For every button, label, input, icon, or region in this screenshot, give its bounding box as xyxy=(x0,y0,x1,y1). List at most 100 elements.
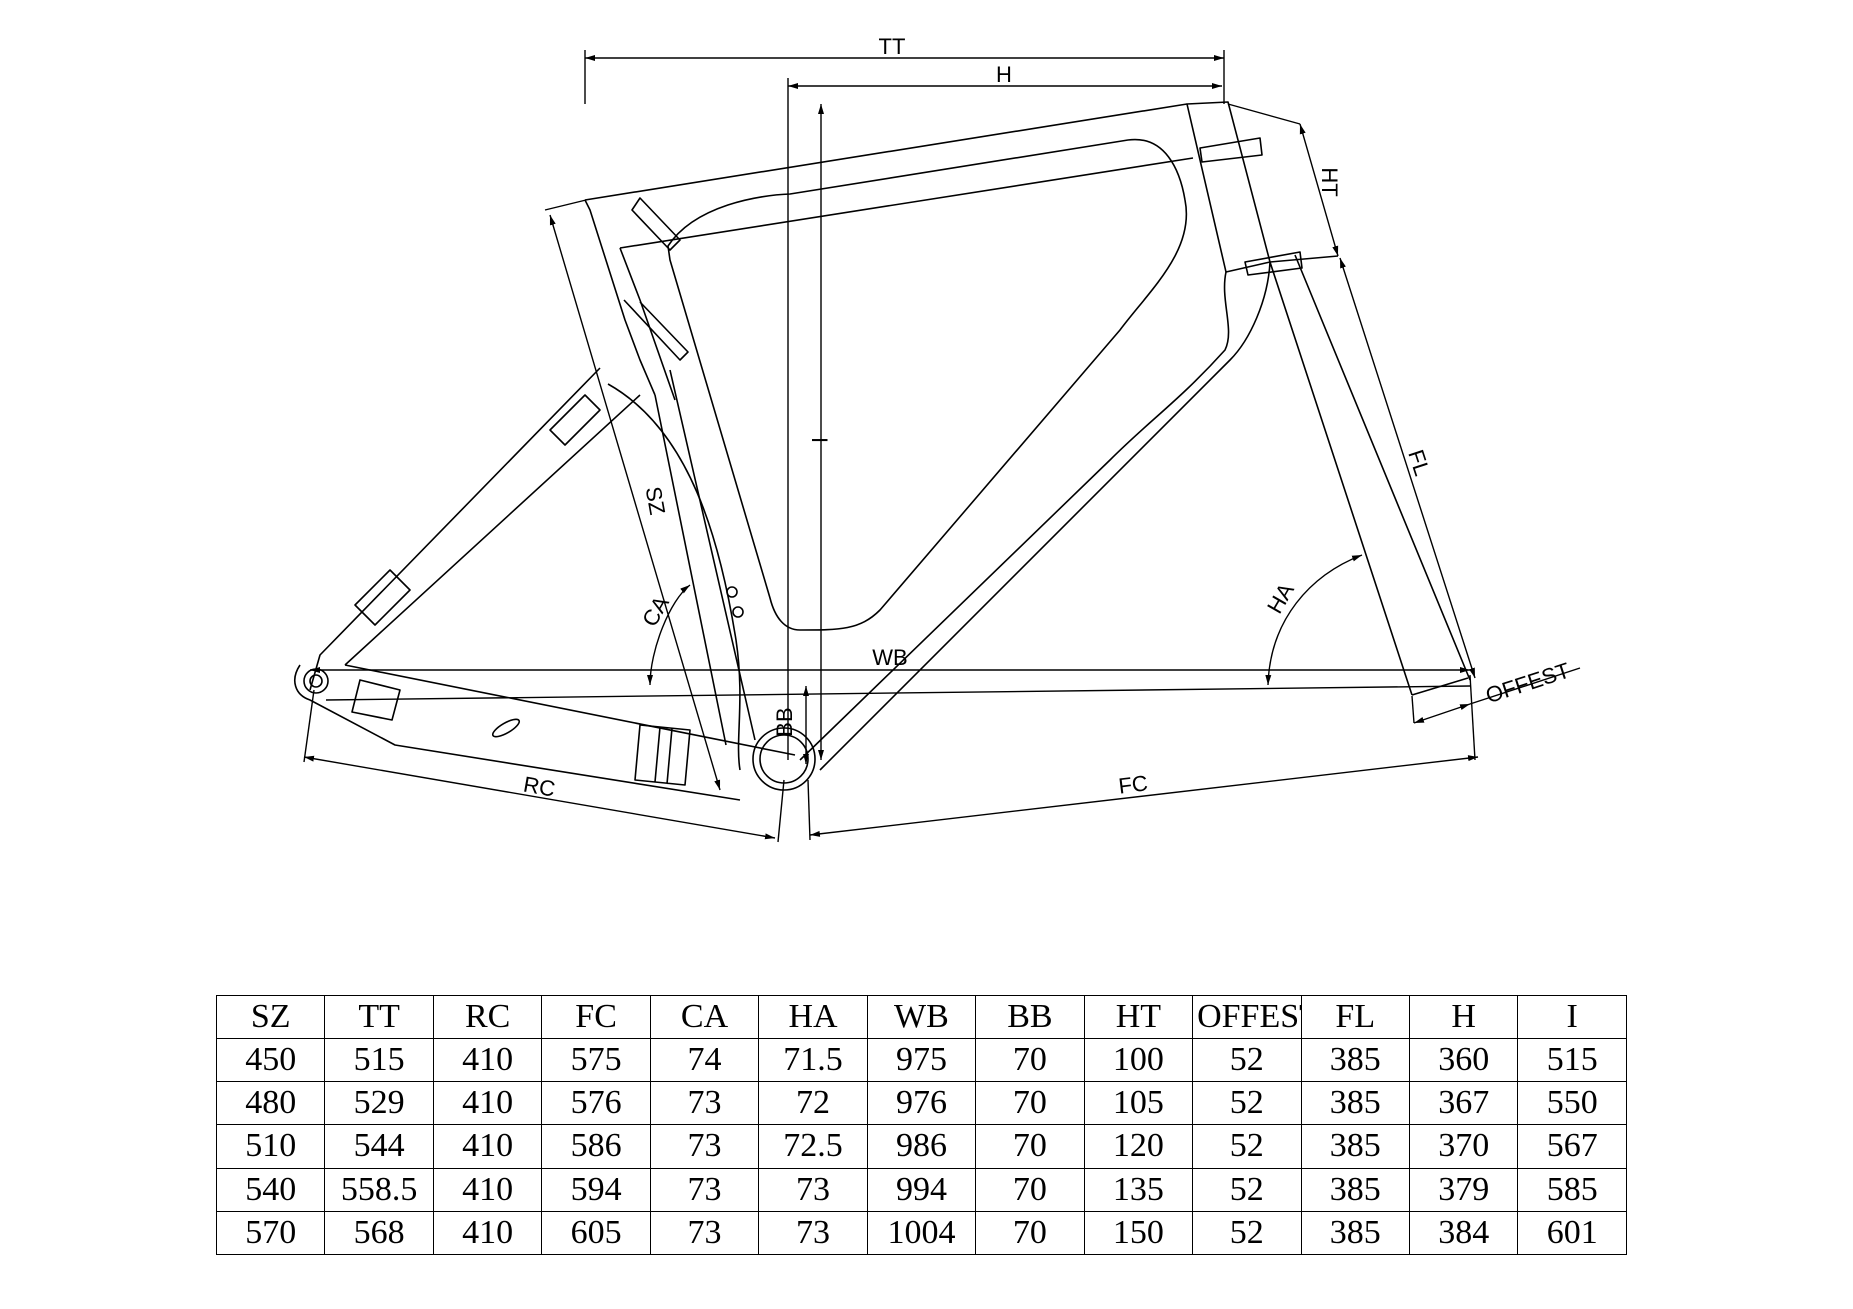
header-fc: FC xyxy=(541,995,651,1039)
table-cell: 515 xyxy=(324,1037,434,1083)
table-cell: 70 xyxy=(975,1210,1085,1256)
table-cell: 70 xyxy=(975,1167,1085,1212)
ht-extension-top xyxy=(1227,103,1301,125)
table-cell: 410 xyxy=(432,1037,543,1083)
sz-extension xyxy=(544,199,587,211)
header-h: H xyxy=(1408,995,1519,1039)
table-cell: 73 xyxy=(649,1081,760,1126)
label-wb: WB xyxy=(872,645,907,670)
label-fl: FL xyxy=(1403,447,1435,479)
label-fc: FC xyxy=(1117,770,1149,798)
offset-extension-3 xyxy=(1469,674,1476,761)
frame-geometry-diagram: TT H HT I SZ FL CA HA WB OFFEST BB RC FC xyxy=(294,34,1581,843)
table-cell: 567 xyxy=(1517,1124,1627,1169)
table-cell: 72.5 xyxy=(758,1124,868,1169)
rear-dropout-inner xyxy=(309,674,323,688)
label-h: H xyxy=(996,62,1012,87)
table-cell: 73 xyxy=(649,1124,760,1169)
table-cell: 594 xyxy=(541,1167,651,1212)
fl-dimension-line xyxy=(1339,257,1476,679)
table-cell: 74 xyxy=(649,1037,760,1083)
top-tube xyxy=(584,103,1194,249)
rc-dimension-line xyxy=(303,755,776,840)
table-cell: 150 xyxy=(1083,1210,1194,1256)
table-cell: 385 xyxy=(1300,1210,1410,1256)
header-offset: OFFEST xyxy=(1192,995,1302,1039)
table-cell: 385 xyxy=(1300,1167,1410,1212)
header-sz: SZ xyxy=(215,995,326,1039)
table-cell: 52 xyxy=(1192,1210,1302,1256)
table-cell: 52 xyxy=(1192,1081,1302,1126)
label-tt: TT xyxy=(879,34,906,59)
offset-dimension-line xyxy=(1413,703,1471,724)
header-rc: RC xyxy=(432,995,543,1039)
table-cell: 544 xyxy=(324,1124,434,1169)
table-cell: 379 xyxy=(1408,1167,1519,1212)
table-cell: 52 xyxy=(1192,1037,1302,1083)
seat-stay xyxy=(309,367,641,691)
table-cell: 385 xyxy=(1300,1124,1410,1169)
label-rc: RC xyxy=(521,772,557,802)
table-row: 540 558.5 410 594 73 73 994 70 135 52 38… xyxy=(215,1167,1627,1212)
table-cell: 370 xyxy=(1408,1124,1519,1169)
seat-post-insert xyxy=(623,197,689,361)
headset-bottom xyxy=(1244,251,1303,276)
table-cell: 605 xyxy=(541,1210,651,1256)
table-cell: 73 xyxy=(758,1210,868,1256)
table-cell: 410 xyxy=(432,1081,543,1126)
table-cell: 73 xyxy=(758,1167,868,1212)
header-i: I xyxy=(1517,995,1627,1039)
down-tube xyxy=(799,261,1271,771)
table-cell: 100 xyxy=(1083,1037,1194,1083)
table-cell: 576 xyxy=(541,1081,651,1126)
label-offset: OFFEST xyxy=(1483,658,1573,709)
table-cell: 986 xyxy=(866,1124,977,1169)
table-cell: 73 xyxy=(649,1167,760,1212)
table-cell: 367 xyxy=(1408,1081,1519,1126)
label-i: I xyxy=(807,437,832,443)
table-cell: 575 xyxy=(541,1037,651,1083)
rc-extension-right xyxy=(777,779,785,843)
header-ht: HT xyxy=(1083,995,1194,1039)
table-row: 510 544 410 586 73 72.5 986 70 120 52 38… xyxy=(215,1124,1627,1169)
table-cell: 410 xyxy=(432,1210,543,1256)
rear-dropout-outer xyxy=(303,668,329,694)
header-fl: FL xyxy=(1300,995,1410,1039)
table-cell: 540 xyxy=(215,1167,326,1212)
table-cell: 385 xyxy=(1300,1081,1410,1126)
ha-arc xyxy=(1265,554,1363,686)
table-cell: 994 xyxy=(866,1167,977,1212)
table-row: 570 568 410 605 73 73 1004 70 150 52 385… xyxy=(215,1210,1627,1256)
sz-dimension-line xyxy=(549,214,721,791)
table-cell: 360 xyxy=(1408,1037,1519,1083)
table-cell: 385 xyxy=(1300,1037,1410,1083)
fc-extension xyxy=(807,779,811,841)
headset-top xyxy=(1199,137,1263,163)
label-bb: BB xyxy=(772,707,797,736)
table-cell: 976 xyxy=(866,1081,977,1126)
table-cell: 529 xyxy=(324,1081,434,1126)
header-ha: HA xyxy=(758,995,868,1039)
label-ht: HT xyxy=(1317,167,1342,196)
ht-dimension-line xyxy=(1299,123,1339,257)
table-cell: 72 xyxy=(758,1081,868,1126)
dimension-lines xyxy=(303,50,1581,843)
table-cell: 70 xyxy=(975,1124,1085,1169)
table-cell: 105 xyxy=(1083,1081,1194,1126)
table-cell: 1004 xyxy=(866,1210,977,1256)
table-cell: 73 xyxy=(649,1210,760,1256)
bottle-bolt-2 xyxy=(732,606,744,618)
table-cell: 570 xyxy=(215,1210,326,1256)
table-cell: 975 xyxy=(866,1037,977,1083)
bike-frame-drawing xyxy=(294,101,1471,801)
label-ca: CA xyxy=(637,591,674,630)
table-cell: 550 xyxy=(1517,1081,1627,1126)
table-row: 450 515 410 575 74 71.5 975 70 100 52 38… xyxy=(215,1037,1627,1083)
table-cell: 52 xyxy=(1192,1124,1302,1169)
table-cell: 510 xyxy=(215,1124,326,1169)
seat-stay-rack-mount xyxy=(354,569,411,626)
table-row: 480 529 410 576 73 72 976 70 105 52 385 … xyxy=(215,1081,1627,1126)
table-cell: 480 xyxy=(215,1081,326,1126)
ca-arc xyxy=(647,584,691,686)
offset-extension-1 xyxy=(1469,667,1581,705)
